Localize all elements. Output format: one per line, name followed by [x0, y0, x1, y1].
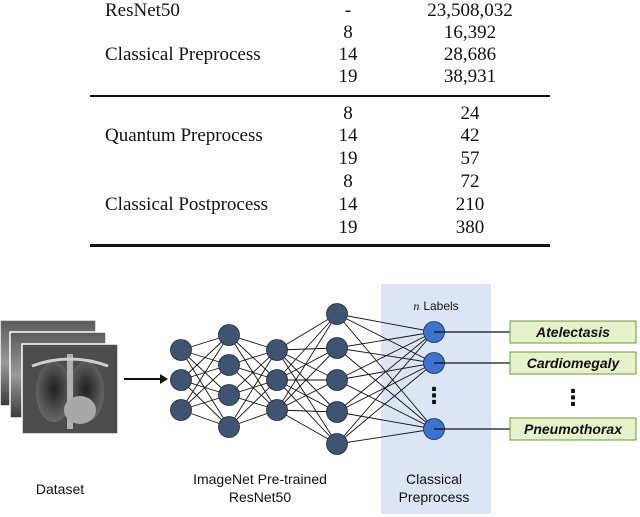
row-n: 14	[338, 125, 358, 146]
row-n: 19	[338, 217, 358, 238]
row-params: 38,931	[443, 66, 497, 87]
row-name-quantum-preprocess: Quantum Preprocess	[105, 125, 263, 146]
network-node	[218, 416, 240, 438]
network-edge	[276, 313, 338, 411]
output-label-atelectasis: Atelectasis	[509, 320, 637, 344]
network-edge	[276, 409, 338, 445]
network-edge	[228, 349, 278, 428]
network-edge	[336, 428, 435, 445]
network-edge	[276, 313, 338, 381]
output-label-text: Cardiomegaly	[527, 355, 621, 371]
network-edge	[336, 313, 435, 333]
row-n: 8	[343, 22, 353, 43]
resnet-label-line2: ResNet50	[229, 489, 291, 505]
network-node	[170, 399, 192, 421]
network-edge	[336, 331, 435, 381]
network-edge	[180, 379, 230, 428]
network-edge	[276, 347, 338, 411]
network-edge	[276, 313, 338, 351]
network-edge	[336, 411, 435, 430]
network-edge	[276, 349, 338, 445]
table-divider	[90, 95, 550, 97]
network-edge	[276, 379, 338, 445]
network-edge	[336, 313, 435, 364]
row-name-classical-postprocess: Classical Postprocess	[105, 194, 269, 215]
pipeline-figure: Dataset n Labels ⋮ Atelectasis Cardiomega…	[0, 284, 637, 514]
row-params: 57	[460, 148, 480, 169]
network-node	[218, 324, 240, 346]
network-node	[326, 369, 348, 391]
row-params: 23,508,032	[427, 0, 513, 21]
row-params: 72	[460, 171, 480, 192]
table-bottom-rule	[90, 244, 550, 247]
parameter-table: ResNet50 - 23,508,032 8 16,392 Classical…	[90, 0, 550, 247]
network-node	[266, 339, 288, 361]
network-node	[326, 433, 348, 455]
network-edge	[336, 362, 435, 445]
network-edge	[336, 331, 435, 445]
box-label-line2: Preprocess	[399, 489, 470, 505]
network-edge	[276, 349, 338, 381]
network-edge	[228, 349, 278, 396]
network-node	[326, 337, 348, 359]
xray-image-front	[21, 343, 119, 435]
row-n: 19	[338, 66, 358, 87]
network-node	[218, 384, 240, 406]
output-label-pneumothorax: Pneumothorax	[509, 417, 637, 441]
network-node	[326, 303, 348, 325]
row-n: 14	[338, 44, 358, 65]
network-edge	[180, 349, 230, 428]
resnet-label-line1: ImageNet Pre-trained	[193, 471, 327, 487]
network-edge	[336, 331, 435, 349]
network-node	[266, 369, 288, 391]
network-edge	[336, 331, 435, 413]
output-label-cardiomegaly: Cardiomegaly	[509, 351, 637, 375]
row-name-resnet50: ResNet50	[105, 0, 180, 21]
row-params: 380	[455, 217, 485, 238]
network-node	[170, 369, 192, 391]
network-edge	[228, 379, 278, 428]
network-node	[170, 339, 192, 361]
box-label-line1: Classical	[406, 471, 462, 487]
row-n: 14	[338, 194, 358, 215]
xray-stack	[0, 319, 119, 435]
row-params: 24	[460, 103, 480, 124]
row-n: 19	[338, 148, 358, 169]
output-label-text: Atelectasis	[535, 324, 610, 340]
network-edge	[276, 347, 338, 381]
network-edge	[180, 364, 230, 411]
row-n: 8	[343, 171, 353, 192]
row-name-classical-preprocess: Classical Preprocess	[105, 44, 261, 65]
network-edge	[180, 334, 230, 381]
output-label-text: Pneumothorax	[524, 421, 623, 437]
row-n: 8	[343, 103, 353, 124]
network-edge	[336, 379, 435, 430]
network-edge	[276, 379, 338, 413]
network-node	[326, 401, 348, 423]
label-ellipsis: ⋮	[562, 385, 584, 410]
labels-header: n Labels	[413, 299, 458, 313]
row-n: -	[344, 0, 352, 21]
row-params: 42	[460, 125, 480, 146]
network-edges	[180, 313, 435, 445]
row-params: 16,392	[443, 22, 497, 43]
network-node	[218, 354, 240, 376]
row-params: 28,686	[443, 44, 497, 65]
network-edge	[180, 334, 230, 411]
flow-arrow	[124, 374, 168, 384]
network-node	[266, 399, 288, 421]
output-ellipsis: ⋮	[423, 383, 445, 408]
dataset-label: Dataset	[36, 481, 84, 497]
network-edge	[276, 349, 338, 413]
labels-header-text: Labels	[423, 299, 458, 313]
network-edge	[276, 379, 338, 411]
labels-header-n: n	[413, 299, 419, 313]
row-params: 210	[455, 194, 485, 215]
